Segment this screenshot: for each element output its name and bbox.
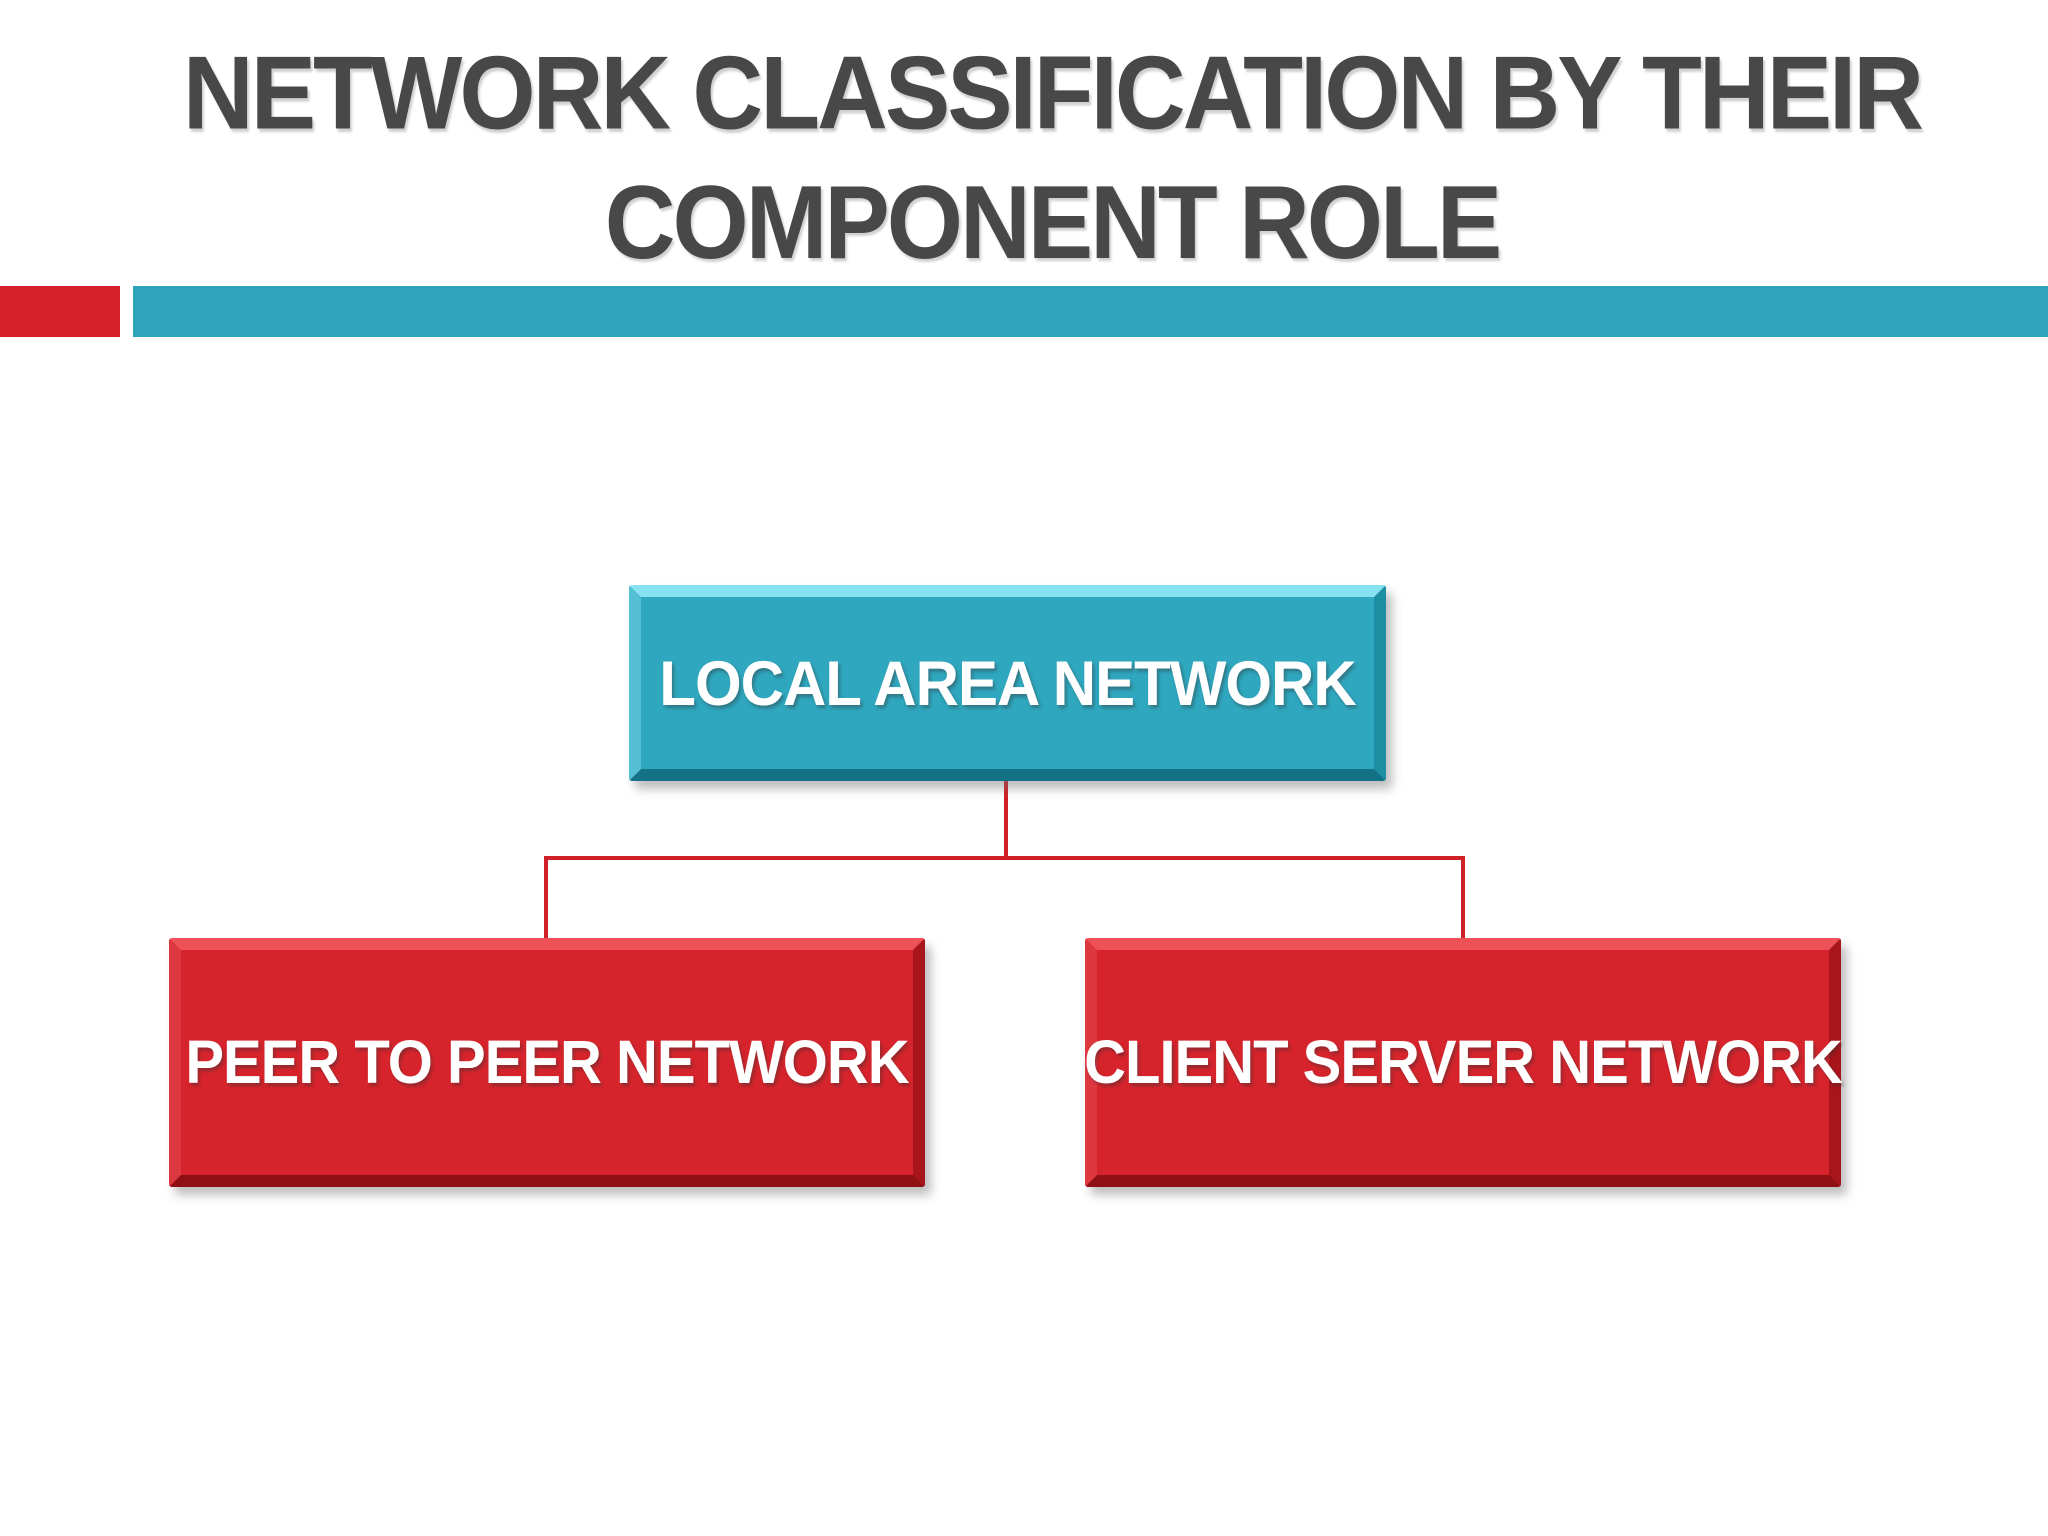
connector-left-drop: [544, 856, 548, 942]
title-line-2: COMPONENT ROLE: [604, 163, 1502, 281]
node-peer-to-peer-network: PEER TO PEER NETWORK: [169, 938, 925, 1187]
connector-crossbar: [544, 856, 1465, 860]
node-local-area-network: LOCAL AREA NETWORK: [629, 585, 1386, 781]
node-client-server-network: CLIENT SERVER NETWORK: [1084, 938, 1843, 1187]
node-local-area-network-label: LOCAL AREA NETWORK: [659, 647, 1356, 719]
slide-title: NETWORK CLASSIFICATION BY THEIR COMPONEN…: [140, 28, 1964, 287]
title-line-1: NETWORK CLASSIFICATION BY THEIR: [182, 34, 1924, 151]
node-peer-to-peer-network-label: PEER TO PEER NETWORK: [185, 1028, 909, 1097]
accent-bar-red-block: [0, 286, 120, 337]
accent-bar-teal-bar: [133, 286, 2048, 337]
connector-right-drop: [1461, 856, 1465, 942]
node-client-server-network-label: CLIENT SERVER NETWORK: [1084, 1028, 1843, 1097]
connector-root-stem: [1004, 779, 1008, 860]
